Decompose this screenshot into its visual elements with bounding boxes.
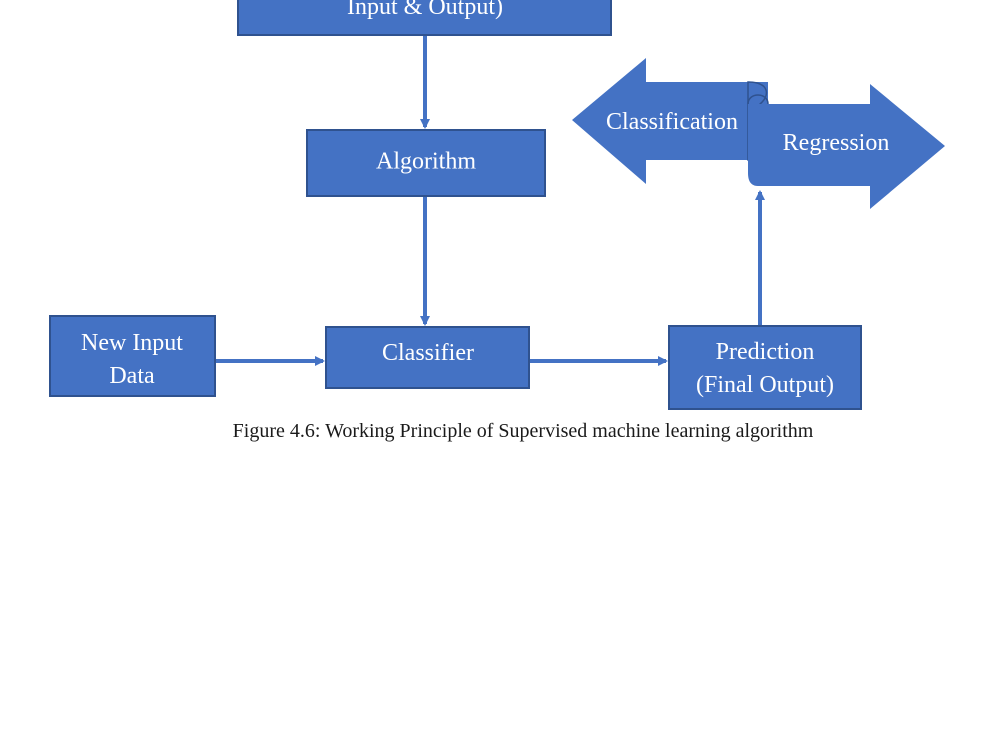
classification-label: Classification (606, 109, 738, 135)
classification-arrow-shape (572, 58, 768, 184)
classification-node: Classification (572, 58, 768, 184)
algorithm-label: Algorithm (376, 149, 476, 175)
regression-arrow-shape (748, 84, 945, 209)
new-input-box (49, 315, 216, 397)
new-input-label-line2: Data (109, 363, 155, 389)
algorithm-box (306, 129, 546, 197)
regression-scroll-curl (747, 94, 769, 105)
prediction-label-line2: (Final Output) (696, 372, 834, 398)
prediction-node: Prediction (Final Output) (668, 325, 862, 410)
prediction-label-line1: Prediction (716, 339, 815, 365)
training-data-label: Input & Output) (347, 0, 503, 20)
regression-label: Regression (783, 130, 890, 156)
figure-caption: Figure 4.6: Working Principle of Supervi… (232, 420, 814, 442)
training-data-box (237, 0, 612, 36)
prediction-box (668, 325, 862, 410)
classifier-box (325, 326, 530, 389)
training-data-node: Input & Output) (237, 0, 612, 36)
classifier-node: Classifier (325, 326, 530, 389)
classifier-label: Classifier (382, 340, 474, 366)
regression-node: Regression (747, 84, 945, 209)
new-input-node: New Input Data (49, 315, 216, 397)
new-input-label-line1: New Input (81, 330, 183, 356)
algorithm-node: Algorithm (306, 129, 546, 197)
